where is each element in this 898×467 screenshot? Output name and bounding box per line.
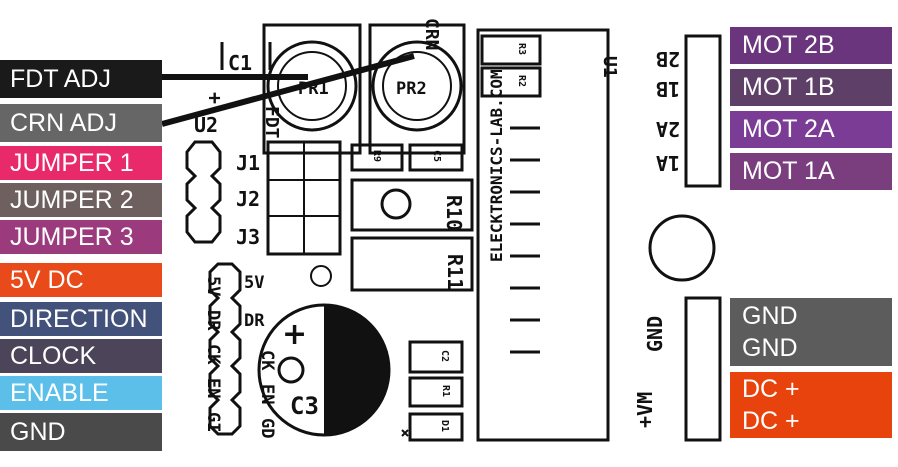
c3-plus: +: [282, 317, 307, 352]
pin-gd-right: GD: [257, 418, 277, 438]
pin-ck-left: CK: [203, 344, 223, 365]
r2-label: R2: [516, 75, 527, 87]
pr1-label: PR1: [298, 79, 329, 99]
jumper3-label: JUMPER 3: [0, 220, 162, 254]
u1-label: U1: [599, 56, 620, 78]
pr1-outline: [262, 23, 362, 155]
pin-gi-left: GI: [203, 412, 223, 432]
mot-1b-label: MOT 1B: [730, 69, 892, 106]
gnd-right-line-1: GND: [742, 302, 798, 330]
fdt-label: FDT: [261, 106, 282, 139]
c1-plus: +: [203, 92, 227, 104]
j2-label: J2: [236, 187, 260, 211]
mot-2b-label: MOT 2B: [730, 27, 892, 64]
fdt-adj-label: FDT ADJ: [0, 60, 162, 98]
r11-label: R11: [443, 254, 467, 290]
crn-leader-line: [161, 53, 415, 127]
pin-dr-right: DR: [244, 311, 265, 331]
dc-plus-label: DC + DC +: [730, 372, 892, 438]
site-label: ELECKTRONICS-LAB.COM: [487, 69, 506, 262]
j3-label: J3: [236, 225, 260, 249]
5v-dc-label: 5V DC: [0, 263, 162, 297]
direction-label: DIRECTION: [0, 302, 162, 336]
r9-label: R9: [371, 150, 382, 162]
pr2-label: PR2: [396, 79, 427, 99]
crn-adj-label: CRN ADJ: [0, 104, 162, 142]
j1-label: J1: [236, 151, 260, 175]
pin-1a-label: 1A: [656, 151, 680, 175]
r3-label: R3: [516, 43, 527, 55]
gnd-right-line-2: GND: [742, 334, 798, 362]
crn-label: CRN: [421, 18, 442, 51]
pin-1b-label: 1B: [656, 77, 680, 101]
c2-label: C2: [439, 350, 450, 362]
enable-label: ENABLE: [0, 376, 162, 410]
r10-label: R10: [442, 195, 466, 231]
gnd-right-label: GND GND: [730, 298, 892, 366]
pin-dr-left: DR: [203, 310, 223, 331]
d1-label: D1: [439, 420, 450, 432]
vm-label: +VM: [633, 392, 657, 428]
pin-5v-left: 5V: [203, 276, 223, 296]
c1-label: C1: [228, 51, 252, 75]
gnd-board-label: GND: [643, 316, 667, 352]
c3-label: C3: [290, 392, 319, 420]
mot-2a-label: MOT 2A: [730, 111, 892, 148]
dc-plus-line-2: DC +: [742, 407, 800, 435]
c5-label: C5: [431, 150, 442, 162]
pin-ck-right: CK: [257, 350, 277, 371]
pin-en-left: EN: [203, 378, 223, 398]
mot-1a-label: MOT 1A: [730, 153, 892, 190]
clock-label: CLOCK: [0, 339, 162, 373]
jumper1-label: JUMPER 1: [0, 146, 162, 180]
pin-en-right: EN: [257, 384, 277, 404]
u2-label: U2: [194, 113, 218, 137]
pr2-outline: [368, 23, 466, 155]
jumper2-label: JUMPER 2: [0, 183, 162, 217]
gnd-left-label: GND: [0, 413, 162, 451]
pin-2b-label: 2B: [656, 47, 680, 71]
r1-label: R1: [440, 385, 451, 397]
pin-5v-right: 5V: [244, 273, 264, 293]
pin-2a-label: 2A: [656, 117, 680, 141]
dc-plus-line-1: DC +: [742, 375, 800, 403]
